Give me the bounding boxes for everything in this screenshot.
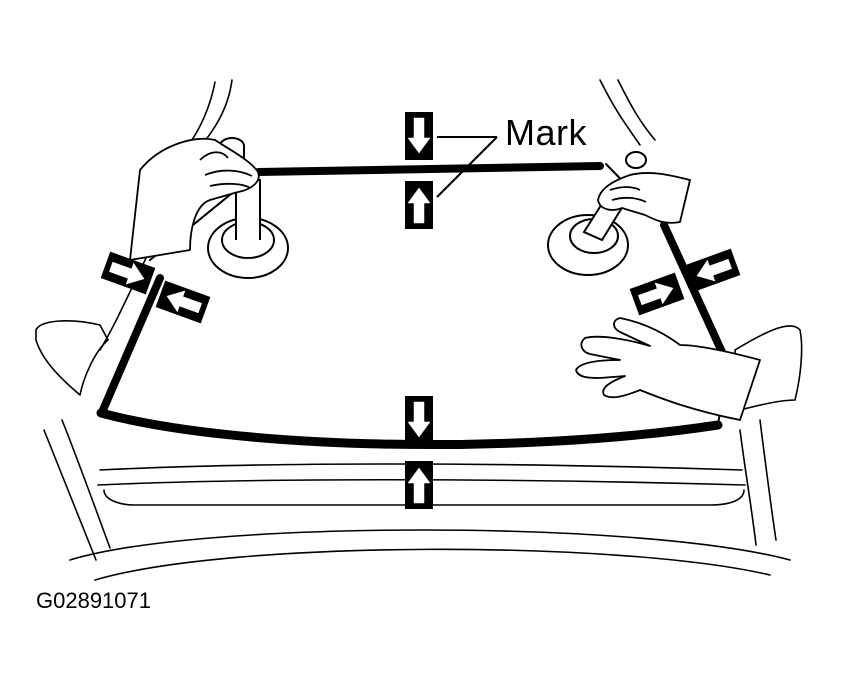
left-hand — [129, 137, 260, 261]
bottom-marker-up — [404, 460, 434, 510]
top-marker-down — [404, 111, 434, 161]
figure-id: G02891071 — [36, 588, 151, 613]
right-marker-inner — [629, 272, 685, 316]
suction-cup-left — [207, 137, 289, 279]
mark-label: Mark — [505, 112, 587, 153]
left-marker-inner — [155, 280, 211, 324]
top-marker-up — [404, 180, 434, 230]
mark-leader-lines — [436, 136, 498, 198]
bottom-marker-down — [404, 395, 434, 445]
right-hand-on-cup — [597, 172, 691, 224]
right-hand-on-glass — [575, 317, 761, 421]
right-marker-outer — [685, 248, 741, 292]
